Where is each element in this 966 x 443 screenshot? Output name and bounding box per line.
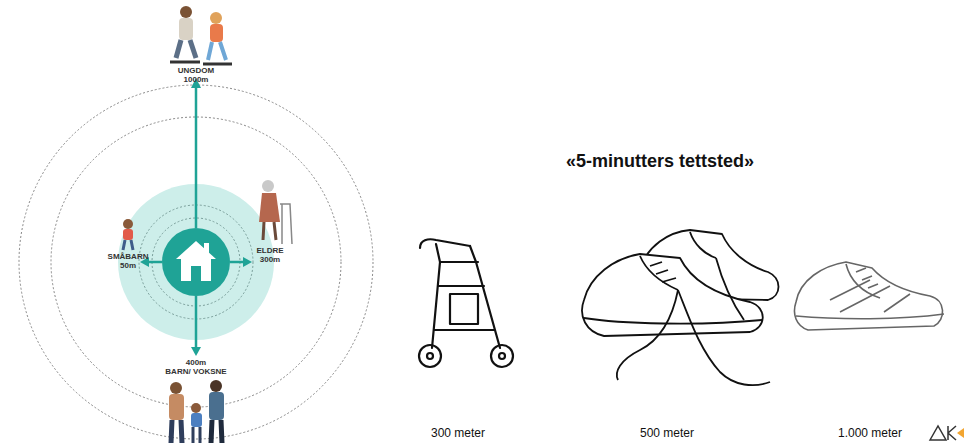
family-figures-part — [170, 382, 182, 394]
group-name: BARN/ VOKSNE — [165, 368, 226, 376]
youth-figures-part — [208, 42, 226, 60]
distance-arrows — [140, 78, 252, 356]
distance-caption: 1.000 meter — [838, 427, 902, 439]
rollator-drawing-part — [499, 353, 505, 359]
distance-value: 400m — [186, 359, 206, 367]
distance-arrows-part — [195, 84, 198, 228]
rollator-drawing-part — [438, 285, 484, 287]
distance-value: 1000m — [184, 76, 209, 84]
logo-mark-part — [957, 428, 964, 438]
shoes-drawing-part — [650, 262, 676, 282]
rollator-drawing-part — [491, 345, 513, 367]
elderly-figure-part — [263, 222, 276, 240]
rollator-drawing — [419, 239, 513, 367]
elderly-figure-part — [259, 193, 280, 222]
sneaker-drawing-part — [795, 262, 943, 330]
family-figures-part — [193, 427, 200, 443]
house-icon-part — [162, 228, 230, 296]
toddler-figure — [123, 219, 133, 250]
toddler-figure-part — [123, 240, 133, 250]
youth-figures-part — [176, 40, 196, 58]
distance-caption: 500 meter — [640, 427, 694, 439]
group-name: SMÅBARN — [108, 253, 149, 261]
group-name: ELDRE — [256, 247, 283, 255]
sneaker-drawing-part — [856, 268, 878, 288]
family-figures-part — [211, 420, 222, 443]
family-figures-part — [210, 380, 222, 392]
elderly-figure — [259, 180, 292, 244]
family-figures-part — [209, 392, 224, 420]
youth-figures-part — [179, 18, 193, 40]
elderly-figure-part — [262, 180, 274, 192]
elderly-figure-part — [280, 204, 292, 244]
youth-figures-part — [210, 24, 223, 42]
rollator-drawing-part — [450, 294, 478, 324]
distance-arrows-part — [195, 296, 198, 350]
rollator-drawing-part — [427, 353, 433, 359]
distance-rings — [19, 85, 373, 439]
distance-rings-part — [19, 85, 373, 439]
shoes-drawing-part — [617, 290, 678, 380]
group-name: UNGDOM — [178, 67, 214, 75]
shoes-drawing-part — [582, 254, 763, 336]
toddler-figure-part — [123, 219, 133, 229]
youth-figures — [170, 6, 232, 64]
distance-caption: 300 meter — [431, 427, 485, 439]
rollator-drawing-part — [440, 261, 478, 263]
distance-rings-part — [152, 218, 240, 306]
shoes-drawing-part — [584, 318, 762, 324]
shoes-drawing-part — [678, 290, 770, 385]
rollator-drawing-part — [434, 329, 494, 331]
family-figures-part — [191, 403, 201, 413]
shoes-drawing-part — [716, 258, 744, 320]
family-figures-part — [171, 420, 182, 443]
logo-mark — [930, 426, 964, 440]
rollator-drawing-part — [420, 239, 470, 248]
youth-figures-part — [203, 63, 232, 66]
distance-arrows-part — [191, 347, 201, 356]
toddler-figure-part — [123, 229, 133, 240]
family-figures — [169, 380, 224, 443]
distance-value: 50m — [120, 262, 136, 270]
house-icon-part — [204, 243, 209, 253]
rollator-drawing-part — [419, 345, 441, 367]
sneaker-drawing-part — [846, 264, 880, 298]
family-figures-part — [191, 413, 202, 427]
youth-figures-part — [180, 6, 192, 18]
sneaker-drawing — [795, 262, 945, 330]
house-icon-part — [191, 266, 201, 281]
house-icon — [162, 228, 230, 296]
family-figures-part — [169, 394, 184, 420]
shoes-drawing-part — [640, 256, 678, 290]
distance-arrows-part — [243, 257, 252, 267]
youth-figures-part — [170, 61, 200, 64]
youth-figures-part — [210, 12, 222, 24]
distance-value: 300m — [260, 256, 280, 264]
shoes-drawing-part — [690, 232, 716, 258]
rollator-drawing-part — [432, 244, 440, 348]
house-icon-part — [176, 241, 216, 281]
logo-mark-part — [930, 426, 946, 440]
sneaker-drawing-part — [796, 314, 944, 319]
logo-mark-part — [948, 426, 956, 440]
title-text: «5-minutters tettsted» — [566, 152, 754, 170]
sneaker-drawing-part — [830, 280, 910, 312]
shoes-drawing — [582, 230, 778, 385]
